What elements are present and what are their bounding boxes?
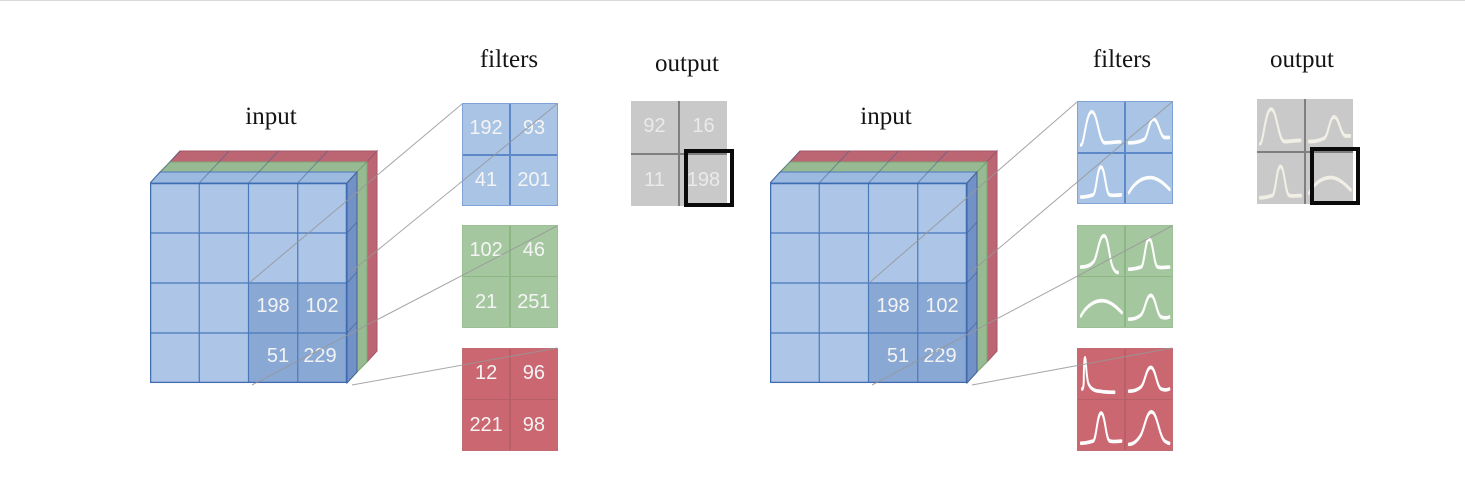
- filter-cell: 251: [510, 277, 557, 327]
- red-channel-side: [986, 149, 998, 364]
- output-cell: 198: [680, 154, 727, 206]
- distribution-curve: [1127, 293, 1171, 322]
- filter-cell: [1125, 226, 1172, 276]
- input-label-left: input: [245, 103, 297, 130]
- filter-blue-left: 192 93 41 201: [462, 103, 558, 206]
- filter-cell: [1078, 349, 1125, 399]
- filter-cell: 192: [463, 104, 509, 154]
- output-cell: 11: [631, 154, 678, 206]
- distribution-curve: [1127, 237, 1171, 272]
- output-cell: [1306, 99, 1353, 151]
- filter-red-left: 12 96 221 98: [462, 348, 558, 451]
- distribution-curve: [1258, 107, 1302, 146]
- distribution-curve: [1258, 164, 1303, 200]
- filter-cell: [1126, 153, 1172, 203]
- output-grid-right: [1257, 99, 1353, 204]
- filter-cell: 21: [463, 277, 510, 327]
- output-label-right: output: [1270, 46, 1334, 73]
- filter-cell: 102: [463, 226, 510, 276]
- input-value: 102: [925, 295, 958, 317]
- output-cell: [1257, 99, 1304, 151]
- distribution-curve: [1079, 299, 1123, 319]
- input-volume-right: 198 102 51 229: [770, 149, 998, 384]
- output-cell: 16: [680, 101, 727, 153]
- output-right: [1257, 99, 1360, 205]
- output-cell: [1306, 152, 1353, 204]
- distribution-curve: [1127, 175, 1171, 195]
- distribution-curve: [1079, 109, 1122, 147]
- filter-cell: 98: [510, 400, 557, 450]
- input-label-right: input: [860, 103, 912, 130]
- filter-cell: 93: [511, 104, 557, 154]
- distribution-curve: [1307, 115, 1352, 144]
- filter-cell: [1125, 349, 1172, 399]
- green-channel-side: [976, 160, 988, 374]
- filter-red-right: [1077, 348, 1173, 451]
- input-value: 229: [923, 345, 956, 367]
- filter-cell: [1078, 277, 1125, 327]
- distribution-curve: [1307, 175, 1352, 195]
- input-value: 102: [305, 295, 338, 317]
- filter-cell: [1078, 400, 1125, 450]
- input-value: 51: [267, 345, 289, 367]
- distribution-curve: [1079, 233, 1119, 275]
- output-cell: 92: [631, 101, 678, 153]
- output-left: 92 16 11 198: [631, 101, 734, 207]
- filter-green-left: 102 46 21 251: [462, 225, 558, 328]
- filter-cell: [1078, 153, 1124, 203]
- filter-cell: [1125, 400, 1172, 450]
- input-volume-left: 198 102 51 229: [150, 149, 378, 384]
- filter-cell: 201: [511, 155, 557, 205]
- filters-label-left: filters: [479, 46, 539, 73]
- filter-blue-right: [1077, 101, 1173, 204]
- red-channel-side: [366, 149, 378, 364]
- output-grid-left: 92 16 11 198: [631, 101, 727, 206]
- filter-cell: [1078, 102, 1124, 152]
- input-value: 198: [876, 295, 909, 317]
- filter-cell: [1125, 277, 1172, 327]
- output-label-left: output: [655, 50, 719, 77]
- distribution-curve: [1081, 355, 1116, 395]
- distribution-curve: [1127, 365, 1171, 394]
- filter-cell: [1126, 102, 1172, 152]
- filter-green-right: [1077, 225, 1173, 328]
- distribution-curve: [1127, 410, 1171, 447]
- distribution-curve: [1079, 164, 1123, 199]
- filter-cell: 221: [463, 400, 510, 450]
- input-value: 198: [256, 295, 289, 317]
- green-channel-side: [356, 160, 368, 374]
- filter-cell: [1078, 226, 1125, 276]
- output-cell: [1257, 152, 1304, 204]
- distribution-curve: [1127, 117, 1171, 145]
- filters-label-right: filters: [1092, 46, 1152, 73]
- input-value: 51: [887, 345, 909, 367]
- filter-cell: 41: [463, 155, 509, 205]
- distribution-curve: [1079, 411, 1123, 446]
- input-value: 229: [303, 345, 336, 367]
- filter-cell: 96: [510, 349, 557, 399]
- filter-cell: 46: [510, 226, 557, 276]
- filter-cell: 12: [463, 349, 510, 399]
